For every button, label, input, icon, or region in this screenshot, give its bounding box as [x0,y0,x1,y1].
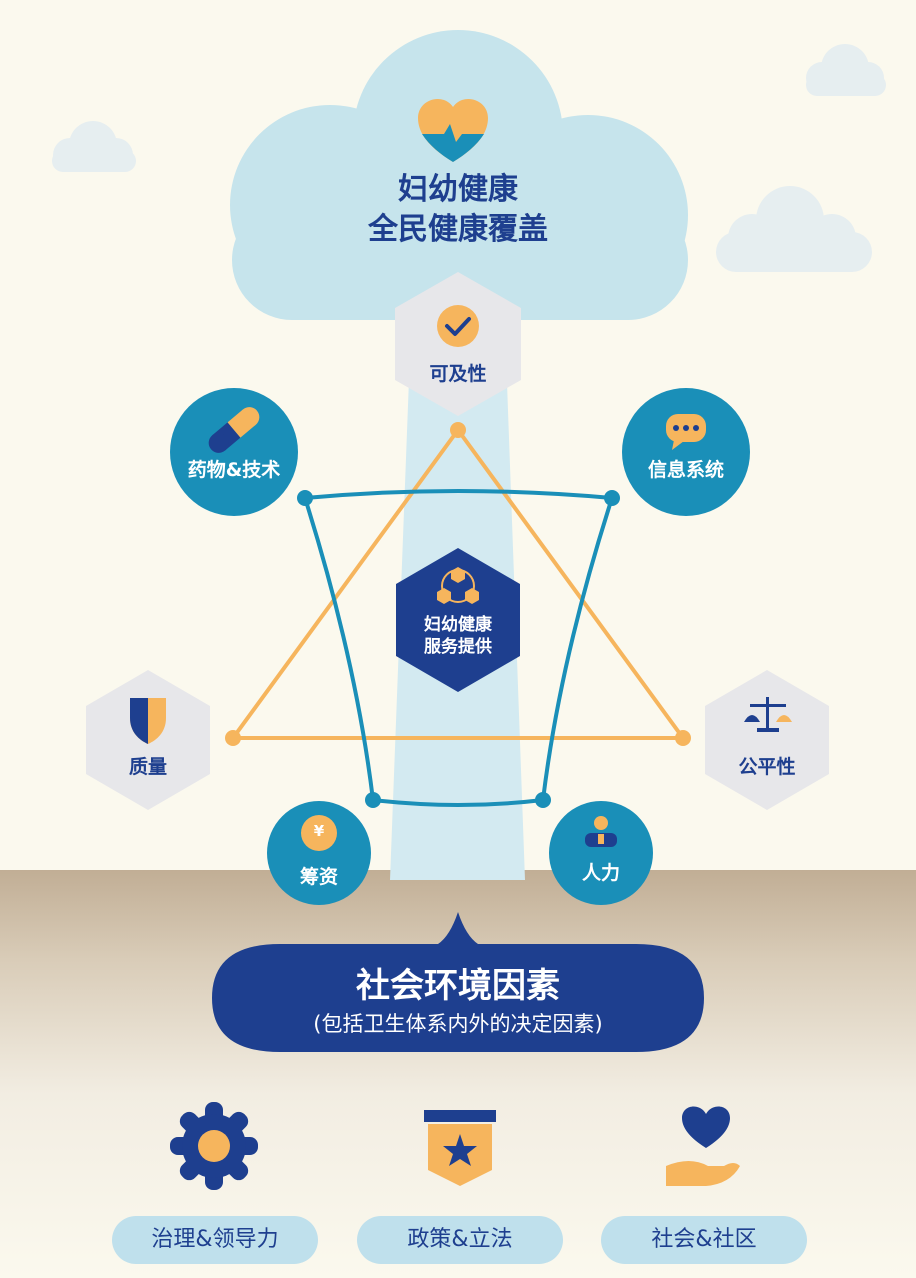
center-label-line1: 妇幼健康 [424,615,492,635]
workforce-circle [549,801,653,905]
equity-label: 公平性 [738,756,796,778]
pillar-policy-label: 政策&立法 [357,1216,563,1264]
gear-icon [170,1102,258,1190]
yuan-coin-icon [301,815,337,851]
shield-icon [130,698,166,744]
medicine-label: 药物&技术 [187,459,281,481]
scales-icon [744,697,792,732]
info-label: 信息系统 [647,459,724,481]
cloud-title-line1: 妇幼健康 [398,172,518,207]
medicine-circle [170,388,298,516]
pill-icon [208,407,260,453]
chat-bubble-icon [666,414,706,450]
pillar-community-label: 社会&社区 [601,1216,807,1264]
heart-hand-icon [666,1106,740,1186]
teal-vertices [297,490,620,808]
small-cloud-right [716,186,872,272]
teal-curved-square [302,489,615,807]
cloud-title-line2: 全民健康覆盖 [368,212,548,247]
info-circle [622,388,750,516]
quality-label: 质量 [128,756,167,778]
pillar-governance-label: 治理&领导力 [112,1216,318,1264]
workforce-label: 人力 [581,862,620,884]
star-shield-icon [424,1110,496,1186]
network-icon [437,567,479,604]
finance-circle [267,801,371,905]
center-hexagon [396,548,520,692]
social-factors-title: 社会环境因素 [356,966,560,1006]
orange-triangle [229,426,687,740]
heart-pulse-icon [418,98,488,162]
finance-label: 筹资 [299,866,338,888]
background-clouds [52,44,886,272]
access-label: 可及性 [429,363,487,385]
small-cloud-left [52,121,136,172]
yuan-symbol: ¥ [313,822,325,840]
small-cloud-right-top [806,44,886,96]
equity-hexagon [705,670,829,810]
check-mark [445,317,471,336]
social-factors-bubble [212,912,704,1052]
orange-vertices [225,422,691,746]
center-label-line2: 服务提供 [424,637,492,657]
social-factors-subtitle: (包括卫生体系内外的决定因素) [313,1012,603,1036]
person-icon [585,816,617,847]
check-icon [437,305,479,347]
